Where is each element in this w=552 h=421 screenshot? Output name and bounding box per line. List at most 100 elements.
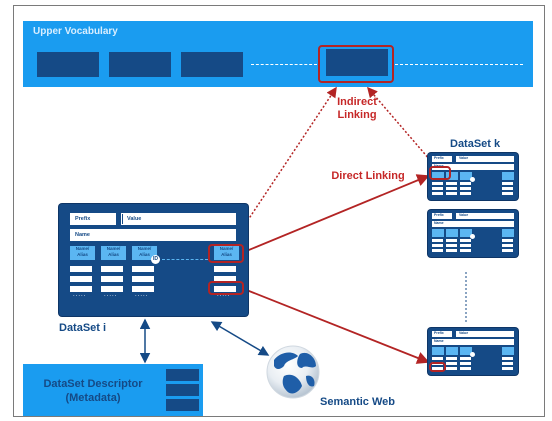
direct-link-arrow-top — [243, 174, 430, 253]
prefix-label: Prefix — [434, 331, 444, 335]
data-cell — [101, 286, 123, 292]
data-cell — [446, 249, 457, 252]
row-ellipsis: ..... — [73, 292, 87, 298]
target-alias-highlight — [429, 166, 451, 180]
data-cell — [460, 187, 471, 190]
value-link-highlight — [208, 281, 244, 295]
value-field — [123, 213, 236, 225]
alias-cell: Name/ Alias — [214, 246, 239, 260]
data-cell — [446, 357, 457, 360]
data-cell — [460, 182, 471, 185]
dataset-descriptor-title: DataSet Descriptor (Metadata) — [43, 378, 143, 404]
data-cell — [432, 244, 443, 247]
vocabulary-term-box — [326, 49, 388, 76]
semantic-web-label: Semantic Web — [320, 396, 395, 408]
data-cell — [432, 249, 443, 252]
dataset-i-label: DataSet i — [59, 322, 107, 334]
row-ellipsis: ..... — [135, 292, 149, 298]
dataset-i-card: Prefix Value Name Name/ Alias Name/ Alia… — [59, 204, 248, 316]
value-label: Value — [127, 216, 142, 222]
data-cell — [70, 276, 92, 282]
data-cell — [502, 192, 513, 195]
name-label: Name — [434, 339, 444, 343]
direct-linking-label: Direct Linking — [331, 170, 405, 182]
data-cell — [432, 192, 443, 195]
target-value-highlight — [429, 362, 446, 372]
data-cell — [460, 362, 471, 365]
data-cell — [446, 362, 457, 365]
alias-link-highlight — [208, 244, 244, 263]
data-cell — [132, 266, 154, 272]
upper-vocabulary-bar: Upper Vocabulary — [23, 21, 533, 87]
alias-continuation — [162, 259, 208, 260]
prefix-label: Prefix — [434, 156, 444, 160]
alias-cell: Name/ Alias — [101, 246, 126, 260]
data-cell — [502, 249, 513, 252]
alias-cell — [446, 172, 458, 180]
data-cell — [101, 266, 123, 272]
data-cell — [432, 182, 443, 185]
alias-cell — [502, 229, 514, 237]
metadata-block — [166, 369, 199, 381]
alias-cell — [432, 229, 444, 237]
value-field — [456, 156, 514, 162]
name-field — [70, 229, 236, 241]
name-field — [432, 339, 514, 345]
prefix-label: Prefix — [434, 213, 444, 217]
id-marker — [470, 177, 475, 182]
alias-cell — [432, 172, 444, 180]
data-cell — [502, 362, 513, 365]
id-marker: ID — [151, 255, 160, 264]
value-label: Value — [459, 156, 469, 160]
dataset-k-label: DataSet k — [450, 138, 501, 150]
indirect-link-arrow-left — [231, 86, 337, 245]
vocabulary-continuation — [251, 64, 317, 65]
indirect-linking-label: Indirect Linking — [337, 96, 377, 121]
semantic-web-link-arrow — [210, 321, 270, 356]
data-cell — [460, 249, 471, 252]
prefix-label: Prefix — [75, 216, 91, 222]
data-cell — [214, 266, 236, 272]
data-cell — [70, 286, 92, 292]
data-cell — [502, 187, 513, 190]
alias-cell — [502, 347, 514, 355]
metadata-block — [166, 384, 199, 396]
direct-link-arrow-bottom — [243, 288, 430, 364]
data-cell — [432, 239, 443, 242]
data-cell — [460, 244, 471, 247]
vocabulary-term-box — [181, 52, 243, 77]
alias-cell — [460, 347, 472, 355]
metadata-block — [166, 399, 199, 411]
value-label: Value — [459, 213, 469, 217]
value-field — [456, 331, 514, 337]
data-cell — [132, 286, 154, 292]
vocabulary-term-box — [109, 52, 171, 77]
alias-cell — [502, 172, 514, 180]
data-cell — [446, 182, 457, 185]
alias-cell — [446, 229, 458, 237]
data-cell — [446, 244, 457, 247]
vocabulary-continuation — [395, 64, 523, 65]
upper-vocabulary-title: Upper Vocabulary — [33, 26, 118, 37]
data-cell — [446, 192, 457, 195]
alias-cell — [460, 172, 472, 180]
data-cell — [214, 276, 236, 282]
data-cell — [214, 286, 236, 292]
data-cell — [70, 266, 92, 272]
value-field — [456, 213, 514, 219]
prefix-field — [432, 156, 452, 162]
row-ellipsis: ..... — [104, 292, 118, 298]
prefix-field — [432, 213, 452, 219]
id-marker — [470, 234, 475, 239]
data-cell — [432, 367, 443, 370]
id-marker — [470, 352, 475, 357]
data-cell — [502, 239, 513, 242]
data-cell — [502, 244, 513, 247]
data-cell — [460, 192, 471, 195]
data-cell — [460, 239, 471, 242]
name-label: Name — [75, 232, 90, 238]
alias-cell — [432, 347, 444, 355]
data-cell — [446, 367, 457, 370]
